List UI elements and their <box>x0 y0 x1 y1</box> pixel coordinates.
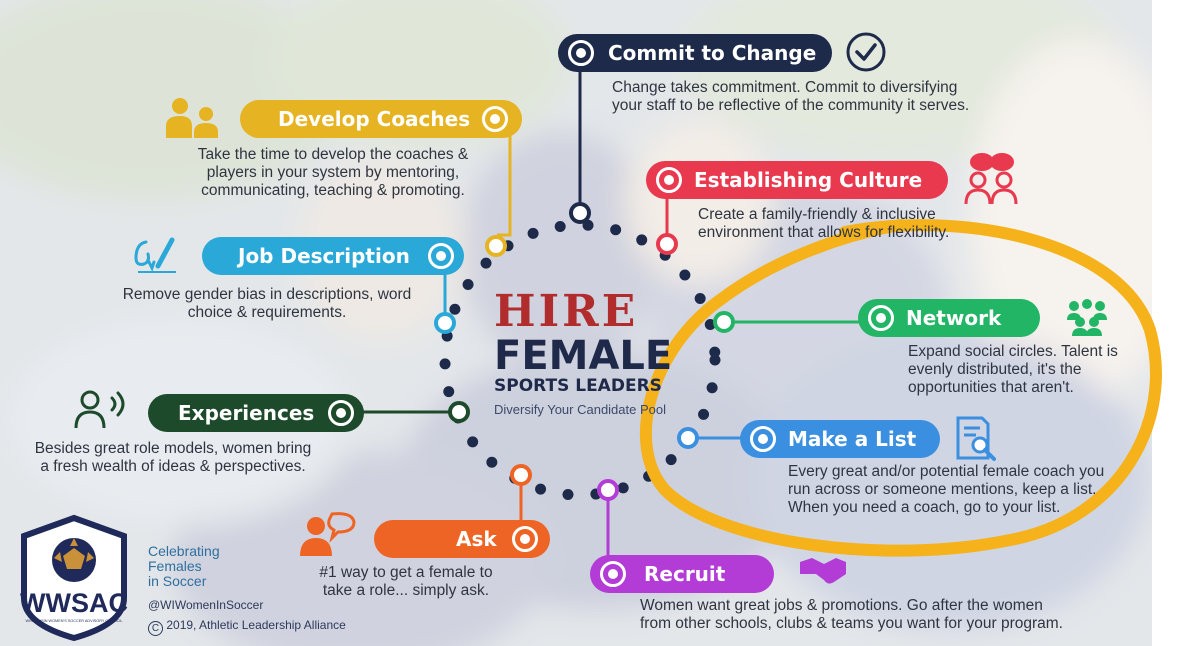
network-pill: Network <box>858 299 1040 337</box>
recruit-ring-icon <box>600 561 626 587</box>
recruit-pill: Recruit <box>590 555 774 593</box>
slogan: Celebrating Females in Soccer <box>148 543 220 589</box>
culture-desc: Create a family-friendly & inclusive env… <box>698 206 950 241</box>
logo-text: WWSAC <box>20 588 128 618</box>
job-desc: Remove gender bias in descriptions, word… <box>122 286 412 321</box>
commit-ring-icon <box>568 40 594 66</box>
recruit-desc: Women want great jobs & promotions. Go a… <box>640 597 1063 632</box>
experiences-title: Experiences <box>178 401 315 425</box>
experiences-ring-icon <box>328 400 354 426</box>
ask-title: Ask <box>456 527 497 551</box>
mentor-icon <box>166 98 218 138</box>
white-margin <box>1152 0 1200 646</box>
dotted-ring <box>439 219 721 501</box>
job-title: Job Description <box>238 244 410 268</box>
recruit-title: Recruit <box>644 562 726 586</box>
copyright-icon: C <box>148 621 163 636</box>
people-network-icon <box>1067 299 1107 336</box>
ask-desc: #1 way to get a female to take a role...… <box>319 564 493 599</box>
ask-pill: Ask <box>374 520 550 558</box>
job-ring-icon <box>428 243 454 269</box>
experiences-desc: Besides great role models, women bring a… <box>34 440 312 475</box>
culture-ring-icon <box>656 167 682 193</box>
group-chat-icon <box>964 153 1018 205</box>
center-title-hire: HIRE <box>494 286 639 337</box>
commit-title: Commit to Change <box>608 41 817 65</box>
copyright: C 2019, Athletic Leadership Alliance <box>148 618 346 636</box>
experiences-pill: Experiences <box>148 394 364 432</box>
develop-pill: Develop Coaches <box>240 100 522 138</box>
develop-title: Develop Coaches <box>278 107 471 131</box>
speaker-icon <box>74 390 125 429</box>
list-desc: Every great and/or potential female coac… <box>788 463 1105 516</box>
network-ring-icon <box>868 305 894 331</box>
center-tagline: Diversify Your Candidate Pool <box>494 402 666 417</box>
list-title: Make a List <box>788 427 917 451</box>
job-pill: Job Description <box>202 237 464 275</box>
social-handle: @WIWomenInSoccer <box>148 598 264 612</box>
develop-ring-icon <box>482 106 508 132</box>
develop-desc: Take the time to develop the coaches & p… <box>197 146 469 199</box>
commit-pill: Commit to Change <box>558 34 832 72</box>
handshake-icon <box>800 558 846 584</box>
signature-icon <box>134 237 176 273</box>
check-circle-icon <box>846 32 886 72</box>
wwsac-logo: WWSAC WISCONSIN WOMEN'S SOCCER ADVISORY … <box>20 514 128 642</box>
culture-pill: Establishing Culture <box>646 161 948 199</box>
ask-ring-icon <box>512 526 538 552</box>
document-search-icon <box>956 416 996 461</box>
center-title-sports-leaders: SPORTS LEADERS <box>494 376 662 396</box>
list-ring-icon <box>750 426 776 452</box>
person-speech-icon <box>300 512 356 556</box>
list-pill: Make a List <box>740 420 940 458</box>
network-title: Network <box>906 306 1002 330</box>
center-title-female: FEMALE <box>494 333 673 379</box>
culture-title: Establishing Culture <box>694 168 923 192</box>
highlight-circle <box>639 219 1162 557</box>
logo-subtext: WISCONSIN WOMEN'S SOCCER ADVISORY COUNCI… <box>26 619 123 623</box>
commit-desc: Change takes commitment. Commit to diver… <box>612 79 970 114</box>
network-desc: Expand social circles. Talent is evenly … <box>908 343 1118 396</box>
